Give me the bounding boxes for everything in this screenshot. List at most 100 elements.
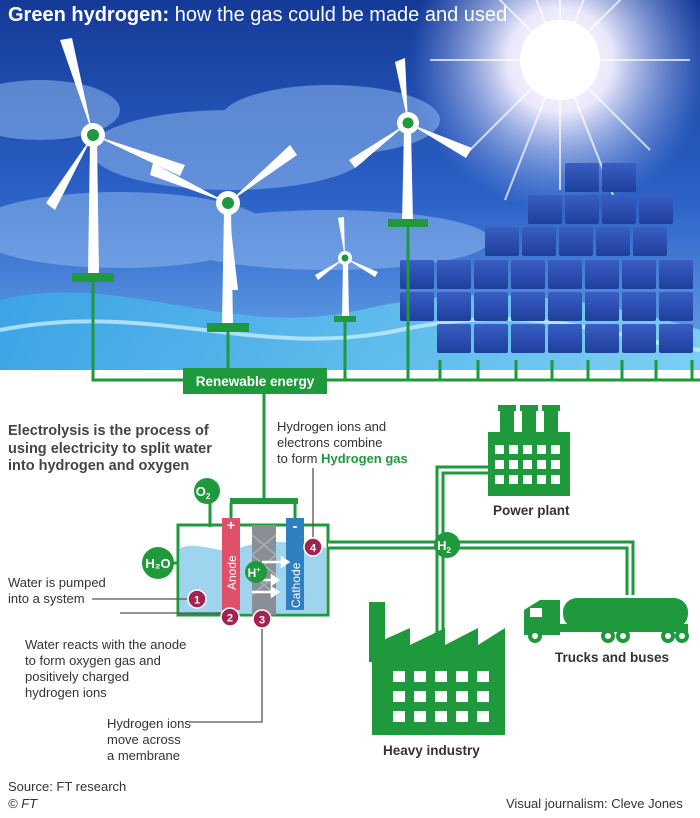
solar-panel-2-1 [522, 227, 556, 256]
title-rest: how the gas could be made and used [169, 4, 508, 26]
step-2-line-2: to form oxygen gas and [25, 653, 161, 668]
solar-panel-1-3 [639, 195, 673, 224]
step-1-caption: Water is pumped into a system [8, 575, 106, 607]
wind-turbine-4 [349, 58, 472, 227]
oxygen-subscript: 2 [206, 492, 211, 501]
solar-panel-5-6 [659, 324, 693, 353]
title-bold: Green hydrogen: [8, 4, 170, 26]
solar-panel-1-0 [528, 195, 562, 224]
hydrogen-ion-symbol: H+ [248, 566, 261, 580]
step-3-caption: Hydrogen ions move across a membrane [107, 716, 191, 764]
step-4-line-3: to form Hydrogen gas [277, 451, 408, 467]
hydrogen-ion-sup: + [256, 567, 260, 574]
solar-panel-4-2 [474, 292, 508, 321]
intro-text: Electrolysis is the process of using ele… [8, 423, 212, 474]
step-4-line-1: Hydrogen ions and [277, 419, 387, 434]
solar-panel-2-0 [485, 227, 519, 256]
page-title: Green hydrogen: how the gas could be mad… [8, 4, 507, 27]
power-plant-window [495, 460, 504, 469]
step-3-line-2: move across [107, 732, 181, 747]
solar-panel-1-1 [565, 195, 599, 224]
solar-panel-5-2 [511, 324, 545, 353]
solar-panel-3-3 [511, 260, 545, 289]
water-badge [142, 547, 174, 579]
solar-panel-3-5 [585, 260, 619, 289]
solar-panel-5-0 [437, 324, 471, 353]
step-4-badge [303, 537, 323, 557]
solar-panel-3-2 [474, 260, 508, 289]
step-4-line-3-pre: to form [277, 451, 322, 466]
solar-panel-5-3 [548, 324, 582, 353]
renewable-energy-box [183, 368, 327, 394]
solar-panel-5-4 [585, 324, 619, 353]
factory-window [414, 671, 426, 682]
step-3-badge [252, 609, 272, 629]
factory-window [414, 691, 426, 702]
trucks-label: Trucks and buses [555, 650, 670, 665]
wind-turbine-2 [150, 145, 297, 332]
factory-window [477, 711, 489, 722]
step-2-caption: Water reacts with the anode to form oxyg… [25, 637, 186, 701]
power-plant-window [537, 475, 546, 484]
cathode-electrode [286, 518, 304, 610]
power-plant-window [509, 445, 518, 454]
step-4-number: 4 [310, 543, 317, 555]
hydrogen-subscript: 2 [446, 546, 451, 555]
hydrogen-symbol: H2 [437, 538, 451, 555]
step-4-caption: Hydrogen ions and electrons combine to f… [277, 419, 408, 467]
wind-turbine-1 [46, 38, 185, 282]
step-1-number: 1 [194, 595, 200, 607]
solar-panel-4-1 [437, 292, 471, 321]
renewable-energy-label: Renewable energy [196, 374, 315, 389]
oxygen-letter: O [196, 484, 206, 499]
factory-window [393, 691, 405, 702]
step-2-number: 2 [227, 613, 233, 625]
step-2-line-3: positively charged [25, 669, 130, 684]
step-1-line-1: Water is pumped [8, 575, 106, 590]
power-plant-window [495, 445, 504, 454]
step-2-badge [220, 607, 240, 627]
solar-panel-5-1 [474, 324, 508, 353]
sun-icon [410, 0, 700, 210]
oxygen-symbol: O2 [196, 484, 211, 501]
oxygen-badge [194, 478, 220, 504]
solar-panel-2-4 [633, 227, 667, 256]
solar-panels [400, 163, 693, 353]
step-1-badge [187, 589, 207, 609]
hydrogen-badge [434, 532, 460, 558]
solar-panel-3-7 [659, 260, 693, 289]
power-plant-window [551, 445, 560, 454]
copyright: © FT [8, 796, 38, 811]
source-note: Source: FT research [8, 779, 127, 794]
anode-electrode [222, 518, 240, 610]
heavy-industry-label: Heavy industry [383, 743, 480, 758]
solar-panel-4-3 [511, 292, 545, 321]
power-plant-window [537, 445, 546, 454]
factory-window [456, 711, 468, 722]
power-plant-window [523, 445, 532, 454]
power-plant-window [551, 460, 560, 469]
wind-turbine-3 [315, 217, 378, 322]
solar-panel-0-0 [565, 163, 599, 192]
factory-window [393, 671, 405, 682]
solar-panel-4-0 [400, 292, 434, 321]
solar-panel-2-2 [559, 227, 593, 256]
solar-panel-3-6 [622, 260, 656, 289]
factory-window [393, 711, 405, 722]
cathode-label: Cathode [289, 562, 303, 608]
water-symbol: H₂O [145, 556, 170, 571]
cathode-sign: - [293, 518, 298, 535]
hydrogen-ion-badge [245, 561, 267, 583]
factory-window [435, 691, 447, 702]
power-plant-label: Power plant [493, 503, 570, 518]
solar-panel-3-0 [400, 260, 434, 289]
solar-panel-2-3 [596, 227, 630, 256]
power-plant-window [509, 475, 518, 484]
step-3-line-1: Hydrogen ions [107, 716, 191, 731]
factory-window [477, 671, 489, 682]
solar-panel-4-4 [548, 292, 582, 321]
power-plant-window [495, 475, 504, 484]
truck-details [530, 608, 685, 639]
step-3-number: 3 [259, 615, 265, 627]
